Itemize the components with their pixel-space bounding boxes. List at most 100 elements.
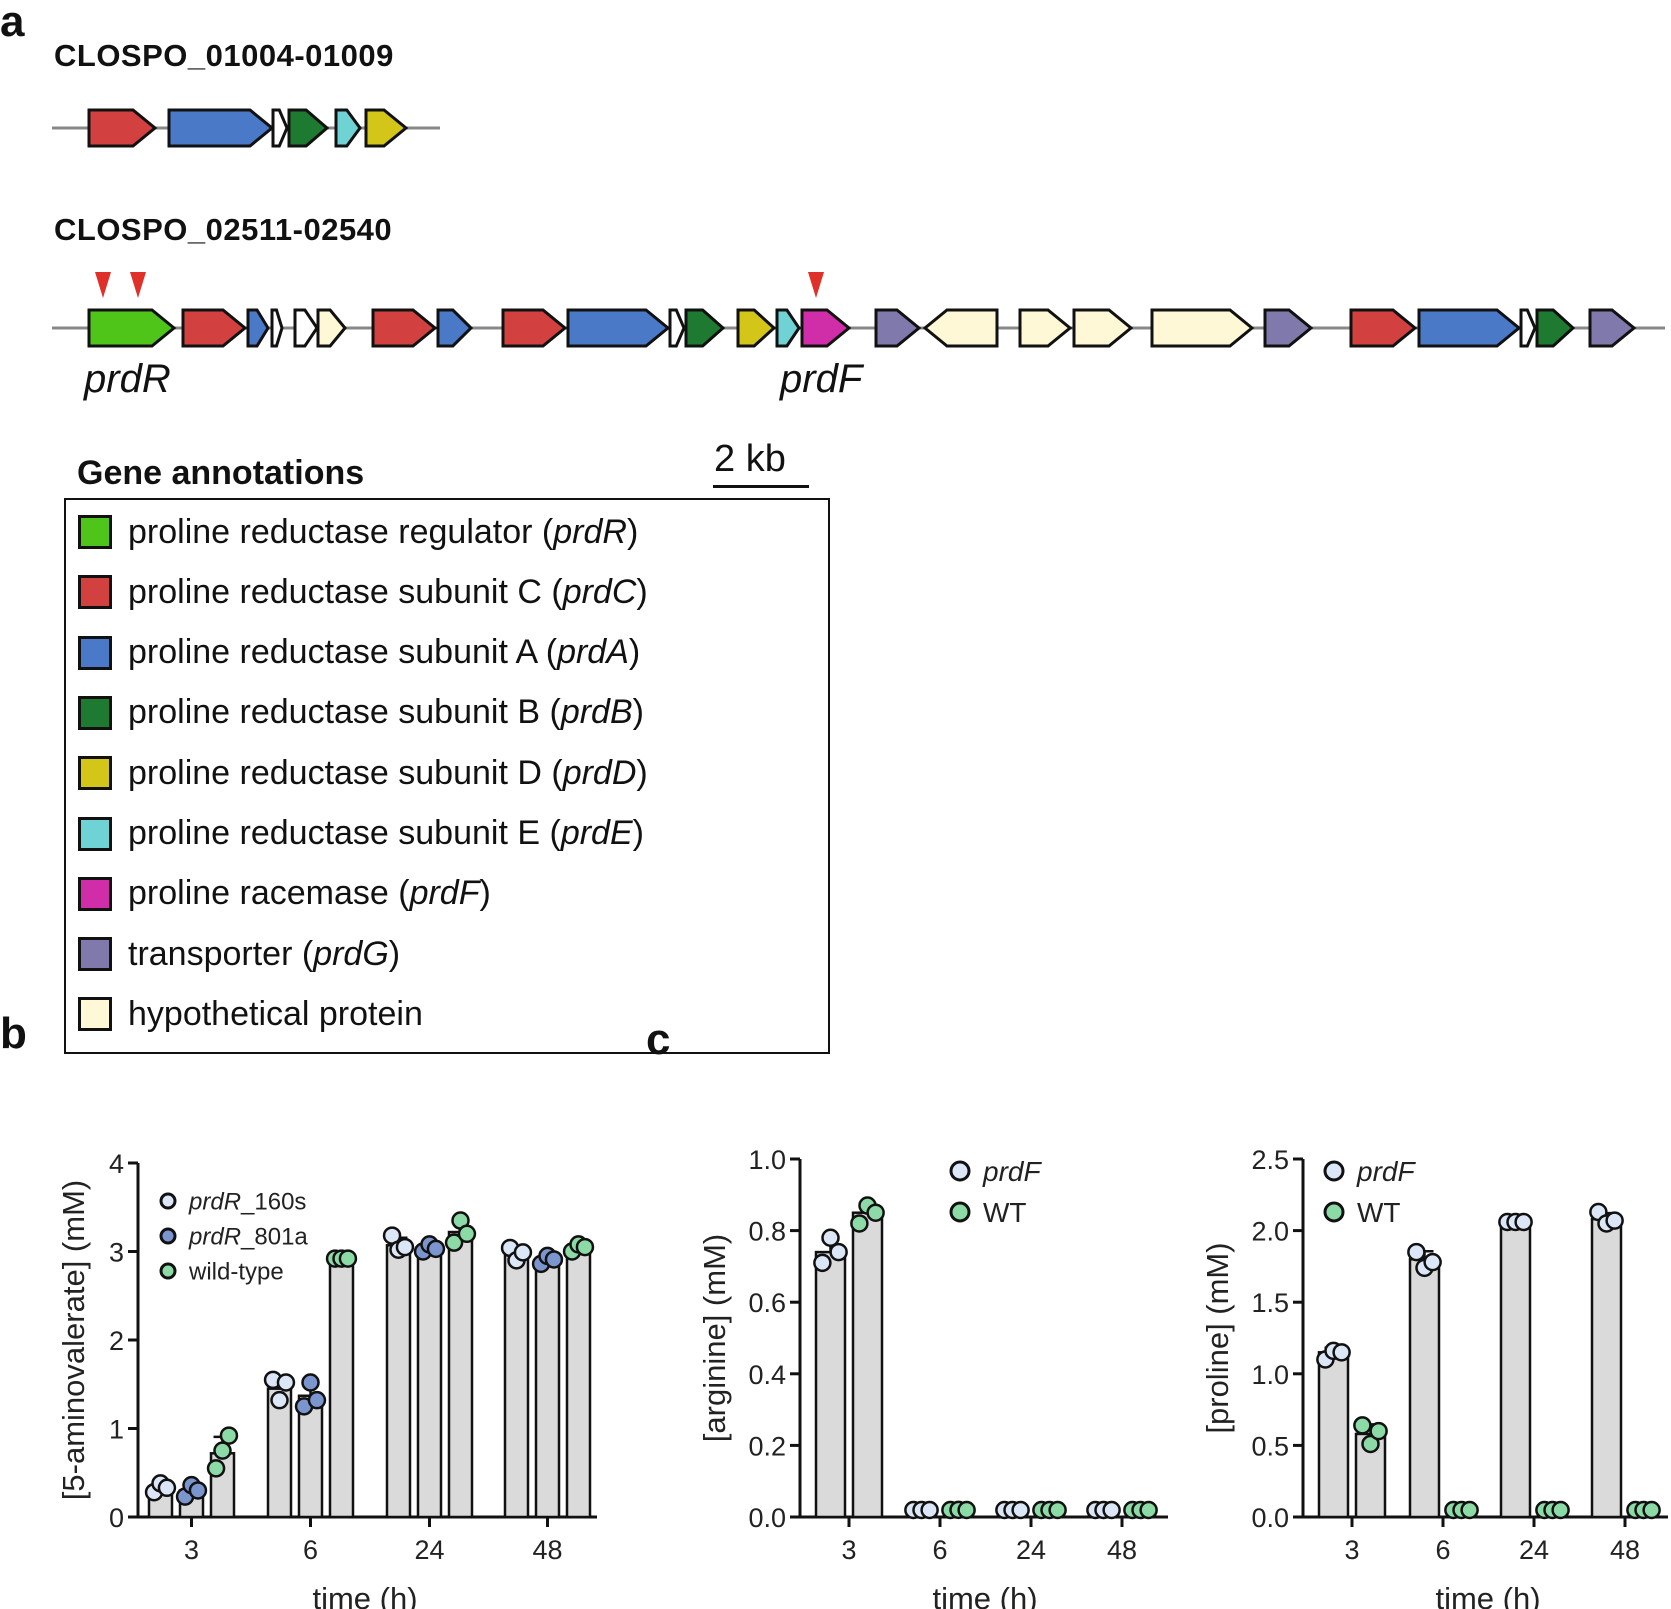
insertion-marker	[808, 272, 824, 298]
legend-label: transporter (prdG)	[128, 934, 401, 973]
x-tick-label: 3	[841, 1535, 856, 1565]
data-point	[1642, 1500, 1661, 1520]
x-axis-title: time (h)	[312, 1581, 417, 1609]
insertion-markers	[95, 272, 824, 298]
legend-label: proline reductase subunit C (prdC)	[128, 572, 648, 611]
legend-item: proline reductase subunit E (prdE)	[78, 814, 644, 854]
data-point	[1514, 1212, 1533, 1232]
x-tick-label: 48	[532, 1535, 562, 1565]
legend-marker	[949, 1160, 971, 1182]
legend-item: proline reductase regulator (prdR)	[78, 512, 638, 552]
gene-arrow	[271, 108, 289, 148]
data-point	[1460, 1500, 1479, 1520]
data-point	[157, 1478, 177, 1498]
cluster-title-2: CLOSPO_02511-02540	[54, 212, 393, 247]
legend-swatch	[78, 816, 112, 851]
data-point	[1102, 1500, 1121, 1520]
legend-item: proline reductase subunit A (prdA)	[78, 633, 640, 673]
gene-arrow	[436, 308, 474, 348]
bar	[1590, 1217, 1623, 1519]
gene-arrow	[922, 308, 999, 348]
bar	[1499, 1220, 1532, 1519]
data-point	[813, 1253, 832, 1273]
legend-label: proline racemase (prdF)	[128, 874, 491, 913]
gene-arrow	[167, 108, 275, 148]
data-point	[1353, 1416, 1372, 1435]
gene-label-prdR: prdR	[84, 357, 171, 401]
data-point	[1332, 1343, 1351, 1362]
x-tick-label: 3	[184, 1535, 199, 1565]
legend-title: Gene annotations	[77, 454, 365, 492]
data-point	[1605, 1211, 1624, 1230]
gene-arrow	[270, 308, 284, 348]
y-tick-label: 1.5	[1251, 1288, 1289, 1318]
x-axis-title: time (h)	[932, 1581, 1037, 1609]
data-point	[1423, 1252, 1442, 1272]
data-point	[213, 1441, 232, 1460]
data-point	[395, 1237, 415, 1257]
gene-arrow	[1349, 308, 1418, 348]
bar	[1317, 1351, 1350, 1519]
gene-arrow	[371, 308, 438, 348]
y-tick-label: 3	[109, 1238, 124, 1268]
legend-marker	[159, 1227, 177, 1245]
y-tick-label: 2.0	[1251, 1217, 1289, 1247]
gene-arrow	[1519, 308, 1537, 348]
x-tick-label: 24	[414, 1535, 444, 1565]
legend-swatch	[78, 937, 112, 972]
legend-swatch	[78, 515, 112, 549]
data-point	[206, 1459, 226, 1478]
y-tick-label: 0.4	[748, 1360, 786, 1390]
bar	[328, 1256, 355, 1519]
gene-arrow	[501, 308, 568, 348]
panel-label-a: a	[0, 0, 25, 46]
gene-arrow	[736, 308, 777, 348]
legend-item: hypothetical protein	[78, 994, 423, 1034]
y-tick-label: 4	[109, 1149, 124, 1179]
gene-arrow	[1535, 308, 1576, 348]
y-tick-label: 1	[109, 1415, 124, 1445]
gene-arrow	[874, 308, 922, 348]
data-point	[866, 1203, 885, 1222]
chart-legend-label: prdR_801a	[188, 1223, 308, 1250]
legend-label: proline reductase subunit E (prdE)	[128, 814, 644, 852]
legend-marker	[1323, 1201, 1345, 1223]
gene-arrow	[1263, 308, 1314, 348]
y-tick-label: 0.0	[1251, 1503, 1289, 1533]
gene-arrow	[316, 308, 347, 348]
gene-cluster-2	[52, 308, 1665, 348]
bar	[851, 1211, 884, 1519]
chart-legend-label: prdF	[982, 1156, 1042, 1187]
legend-item: transporter (prdG)	[78, 934, 400, 974]
gene-arrow	[1150, 308, 1255, 348]
legend-item: proline reductase subunit B (prdB)	[78, 693, 644, 733]
x-tick-label: 6	[1435, 1535, 1450, 1565]
bar	[814, 1250, 847, 1519]
data-point	[301, 1373, 320, 1392]
gene-arrow	[1417, 308, 1522, 348]
insertion-marker	[95, 272, 111, 298]
bar	[416, 1245, 443, 1519]
legend-swatch	[78, 695, 112, 730]
y-tick-label: 0.6	[748, 1288, 786, 1318]
y-axis-title: [arginine] (mM)	[697, 1234, 732, 1442]
chart-legend-label: WT	[983, 1197, 1027, 1228]
y-tick-label: 0.8	[748, 1217, 786, 1247]
data-point	[1048, 1500, 1067, 1520]
y-tick-label: 1.0	[1251, 1360, 1289, 1390]
data-point	[513, 1243, 533, 1262]
gene-arrow	[1018, 308, 1073, 348]
data-point	[188, 1481, 208, 1500]
data-point	[1139, 1500, 1158, 1520]
panel-label-c: c	[646, 1015, 671, 1064]
bar	[447, 1230, 474, 1519]
data-point	[575, 1237, 595, 1257]
gene-arrow	[87, 108, 158, 148]
bar	[534, 1259, 561, 1519]
chart-legend-label: prdR_160s	[188, 1188, 306, 1215]
data-point	[457, 1224, 477, 1244]
y-tick-label: 0.2	[748, 1431, 786, 1461]
y-tick-label: 1.0	[748, 1145, 786, 1175]
data-point	[821, 1228, 840, 1248]
